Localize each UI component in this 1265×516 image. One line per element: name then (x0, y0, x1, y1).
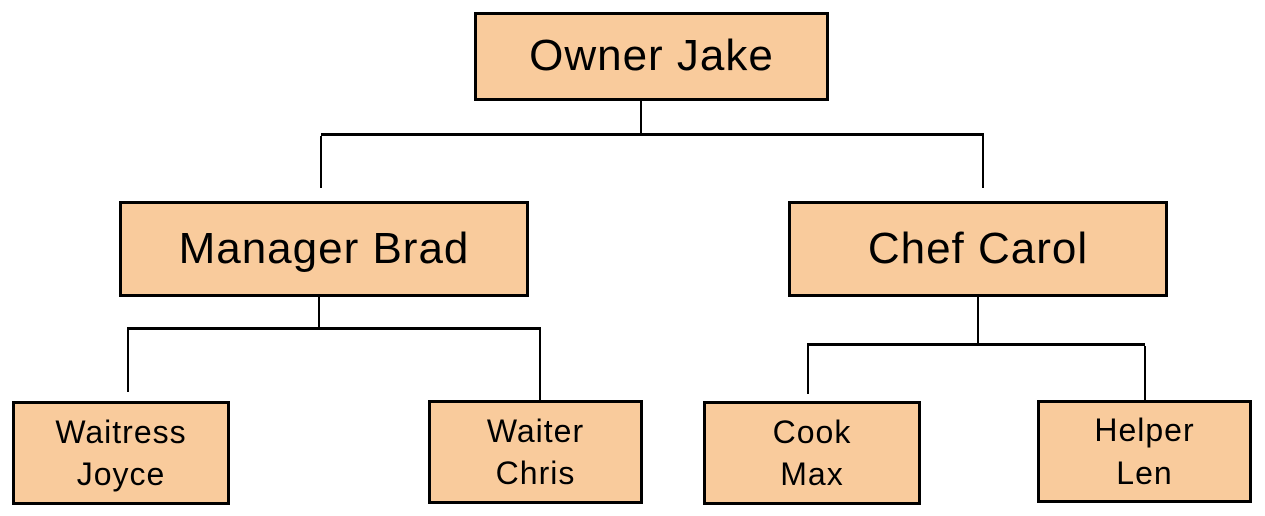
connector-manager-stem (318, 297, 320, 328)
connector-drop-to-waitress (127, 330, 129, 392)
connector-chef-stem (977, 297, 979, 344)
connector-manager-rail (127, 327, 541, 330)
connector-tier1-rail (321, 133, 984, 136)
node-waiter-chris: Waiter Chris (428, 400, 643, 504)
node-cook-max: Cook Max (703, 401, 921, 505)
node-manager-brad: Manager Brad (119, 201, 529, 297)
connector-drop-to-cook (807, 346, 809, 394)
connector-drop-to-manager (320, 136, 322, 188)
connector-owner-stem (640, 101, 642, 134)
connector-drop-to-helper (1144, 346, 1146, 400)
connector-drop-to-waiter (539, 330, 541, 400)
node-chef-carol: Chef Carol (788, 201, 1168, 297)
node-owner-jake: Owner Jake (474, 12, 829, 101)
node-waitress-joyce: Waitress Joyce (12, 401, 230, 505)
connector-chef-rail (807, 343, 1145, 346)
node-helper-len: Helper Len (1037, 400, 1252, 503)
connector-drop-to-chef (982, 136, 984, 188)
